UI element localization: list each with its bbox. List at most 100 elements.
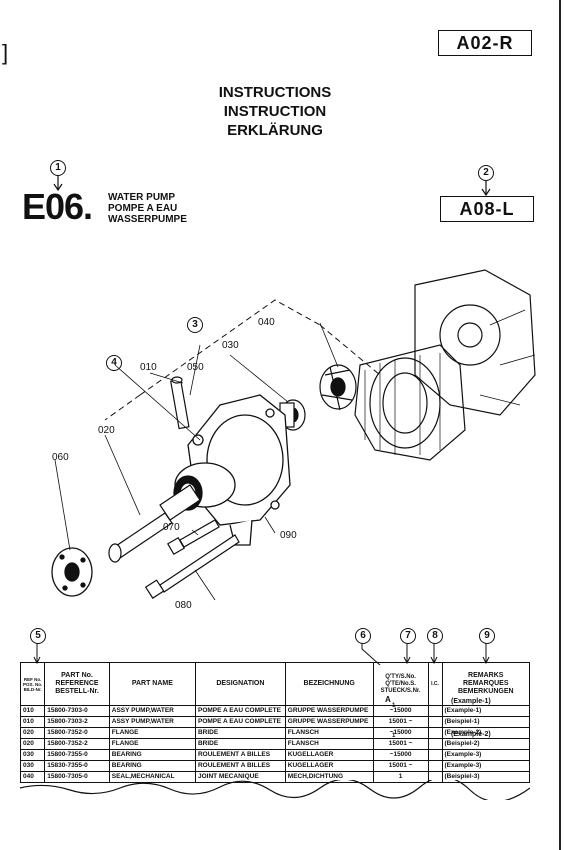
- header-ref-fr: POS. No.: [23, 681, 43, 687]
- header-ic: I.C.: [427, 662, 443, 706]
- stud-drawing: [170, 376, 190, 430]
- row-remarks: (Example-1): [441, 705, 530, 717]
- part-label-060: 060: [52, 452, 69, 463]
- row-part-no: 15800-7303-2: [44, 716, 110, 728]
- instructions-de: ERKLÄRUNG: [227, 122, 323, 139]
- callout-2-arrow: [481, 180, 491, 196]
- row-ic: [427, 705, 443, 717]
- header-qty: Q'TY/S.No. Q'TE/No.S. STUECK/S.Nr.: [372, 662, 429, 706]
- row-qty: 15001 ~: [372, 716, 429, 728]
- row-bezeichnung: FLANSCH: [284, 727, 374, 739]
- row-part-name: SEAL,MECHANICAL: [108, 771, 196, 783]
- header-remarks: REMARKS REMARQUES BEMERKUNGEN: [441, 662, 530, 706]
- callout-9: 9: [479, 628, 495, 644]
- extra-qty-1: 1: [392, 703, 396, 709]
- row-designation: ROULEMENT A BILLES: [194, 749, 286, 761]
- group-name-fr: POMPE A EAU: [108, 203, 178, 214]
- flange-drawing: [51, 547, 93, 597]
- callout-1: 1: [50, 160, 66, 176]
- row-bezeichnung: GRUPPE WASSERPUMPE: [284, 716, 374, 728]
- row-part-name: BEARING: [108, 760, 196, 772]
- row-remarks: (Example-3): [441, 749, 530, 761]
- row-designation: BRIDE: [194, 727, 286, 739]
- row-ref: 030: [19, 749, 46, 761]
- engine-housing-drawing: [354, 269, 536, 461]
- part-label-070: 070: [163, 522, 180, 533]
- corner-bracket: ]: [2, 40, 9, 65]
- dashed-frame: [104, 299, 381, 421]
- row-part-no: 15830-7355-0: [44, 760, 110, 772]
- header-remarks-en: REMARKS: [468, 672, 504, 679]
- row-part-no: 15800-7352-2: [44, 738, 110, 750]
- row-designation: POMPE A EAU COMPLETE: [194, 705, 286, 717]
- instructions-en: INSTRUCTIONS: [218, 84, 332, 101]
- header-ref: REF No. POS. No. BILD-Nr.: [19, 662, 46, 706]
- group-name-de: WASSERPUMPE: [108, 214, 187, 225]
- callout-5: 5: [30, 628, 46, 644]
- header-remarks-de: BEMERKUNGEN: [457, 688, 514, 695]
- part-label-040: 040: [258, 317, 275, 328]
- header-part-name: PART NAME: [108, 662, 196, 706]
- row-qty: ~15000: [372, 749, 429, 761]
- header-remarks-fr: REMARQUES: [462, 680, 509, 687]
- row-part-name: ASSY PUMP,WATER: [108, 705, 196, 717]
- bolt-080-drawing: [144, 534, 240, 599]
- page-edge-rule: [559, 0, 561, 850]
- row-bezeichnung: KUGELLAGER: [284, 760, 374, 772]
- row-part-no: 15800-7305-0: [44, 771, 110, 783]
- group-names: WATER PUMP POMPE A EAU WASSERPUMPE: [108, 192, 187, 225]
- row-part-name: ASSY PUMP,WATER: [108, 716, 196, 728]
- row-designation: POMPE A EAU COMPLETE: [194, 716, 286, 728]
- row-bezeichnung: FLANSCH: [284, 738, 374, 750]
- row-ic: [427, 738, 443, 750]
- row-part-no: 15800-7303-0: [44, 705, 110, 717]
- qty-marker: A: [385, 695, 391, 704]
- impeller-drawing: [319, 364, 357, 411]
- row-bezeichnung: KUGELLAGER: [284, 749, 374, 761]
- page-code-top: A02-R: [438, 30, 532, 56]
- shaft-drawing: [108, 484, 201, 563]
- row-designation: ROULEMENT A BILLES: [194, 760, 286, 772]
- bolt-070-drawing: [166, 519, 220, 556]
- part-label-090: 090: [280, 530, 297, 541]
- part-label-010: 010: [140, 362, 157, 373]
- row-qty: 15001 ~: [372, 760, 429, 772]
- header-part-no-de: BESTELL-Nr.: [55, 688, 99, 695]
- extra-remark-1: (Example-1): [451, 698, 491, 705]
- callout-7: 7: [400, 628, 416, 644]
- callout-1-arrow: [53, 175, 63, 191]
- row-ic: [427, 760, 443, 772]
- extra-qty-2: 1: [392, 733, 396, 739]
- row-ref: 020: [19, 727, 46, 739]
- part-label-030: 030: [222, 340, 239, 351]
- row-ref: 020: [19, 738, 46, 750]
- row-ref: 010: [19, 705, 46, 717]
- extra-remark-2: (Example-2): [451, 731, 491, 738]
- header-qty-de: STUECK/S.Nr.: [380, 687, 421, 694]
- row-qty: 15001 ~: [372, 738, 429, 750]
- torn-bottom-edge: [20, 780, 530, 800]
- header-part-no-fr: REFERENCE: [55, 680, 99, 687]
- row-ref: 030: [19, 760, 46, 772]
- table-header-row: REF No. POS. No. BILD-Nr. PART No. REFER…: [19, 662, 530, 706]
- row-part-no: 15800-7355-0: [44, 749, 110, 761]
- instructions-fr: INSTRUCTION: [223, 103, 327, 120]
- part-label-020: 020: [98, 425, 115, 436]
- row-ic: [427, 749, 443, 761]
- leader-lines: [54, 322, 339, 601]
- callout-3: 3: [187, 317, 203, 333]
- pump-body-drawing: [173, 394, 291, 546]
- row-part-name: FLANGE: [108, 738, 196, 750]
- page-code-right: A08-L: [440, 196, 534, 222]
- row-part-name: BEARING: [108, 749, 196, 761]
- row-designation: JOINT MECANIQUE: [194, 771, 286, 783]
- callout-2: 2: [478, 165, 494, 181]
- row-bezeichnung: GRUPPE WASSERPUMPE: [284, 705, 374, 717]
- callout-6: 6: [355, 628, 371, 644]
- row-qty: 1: [372, 771, 429, 783]
